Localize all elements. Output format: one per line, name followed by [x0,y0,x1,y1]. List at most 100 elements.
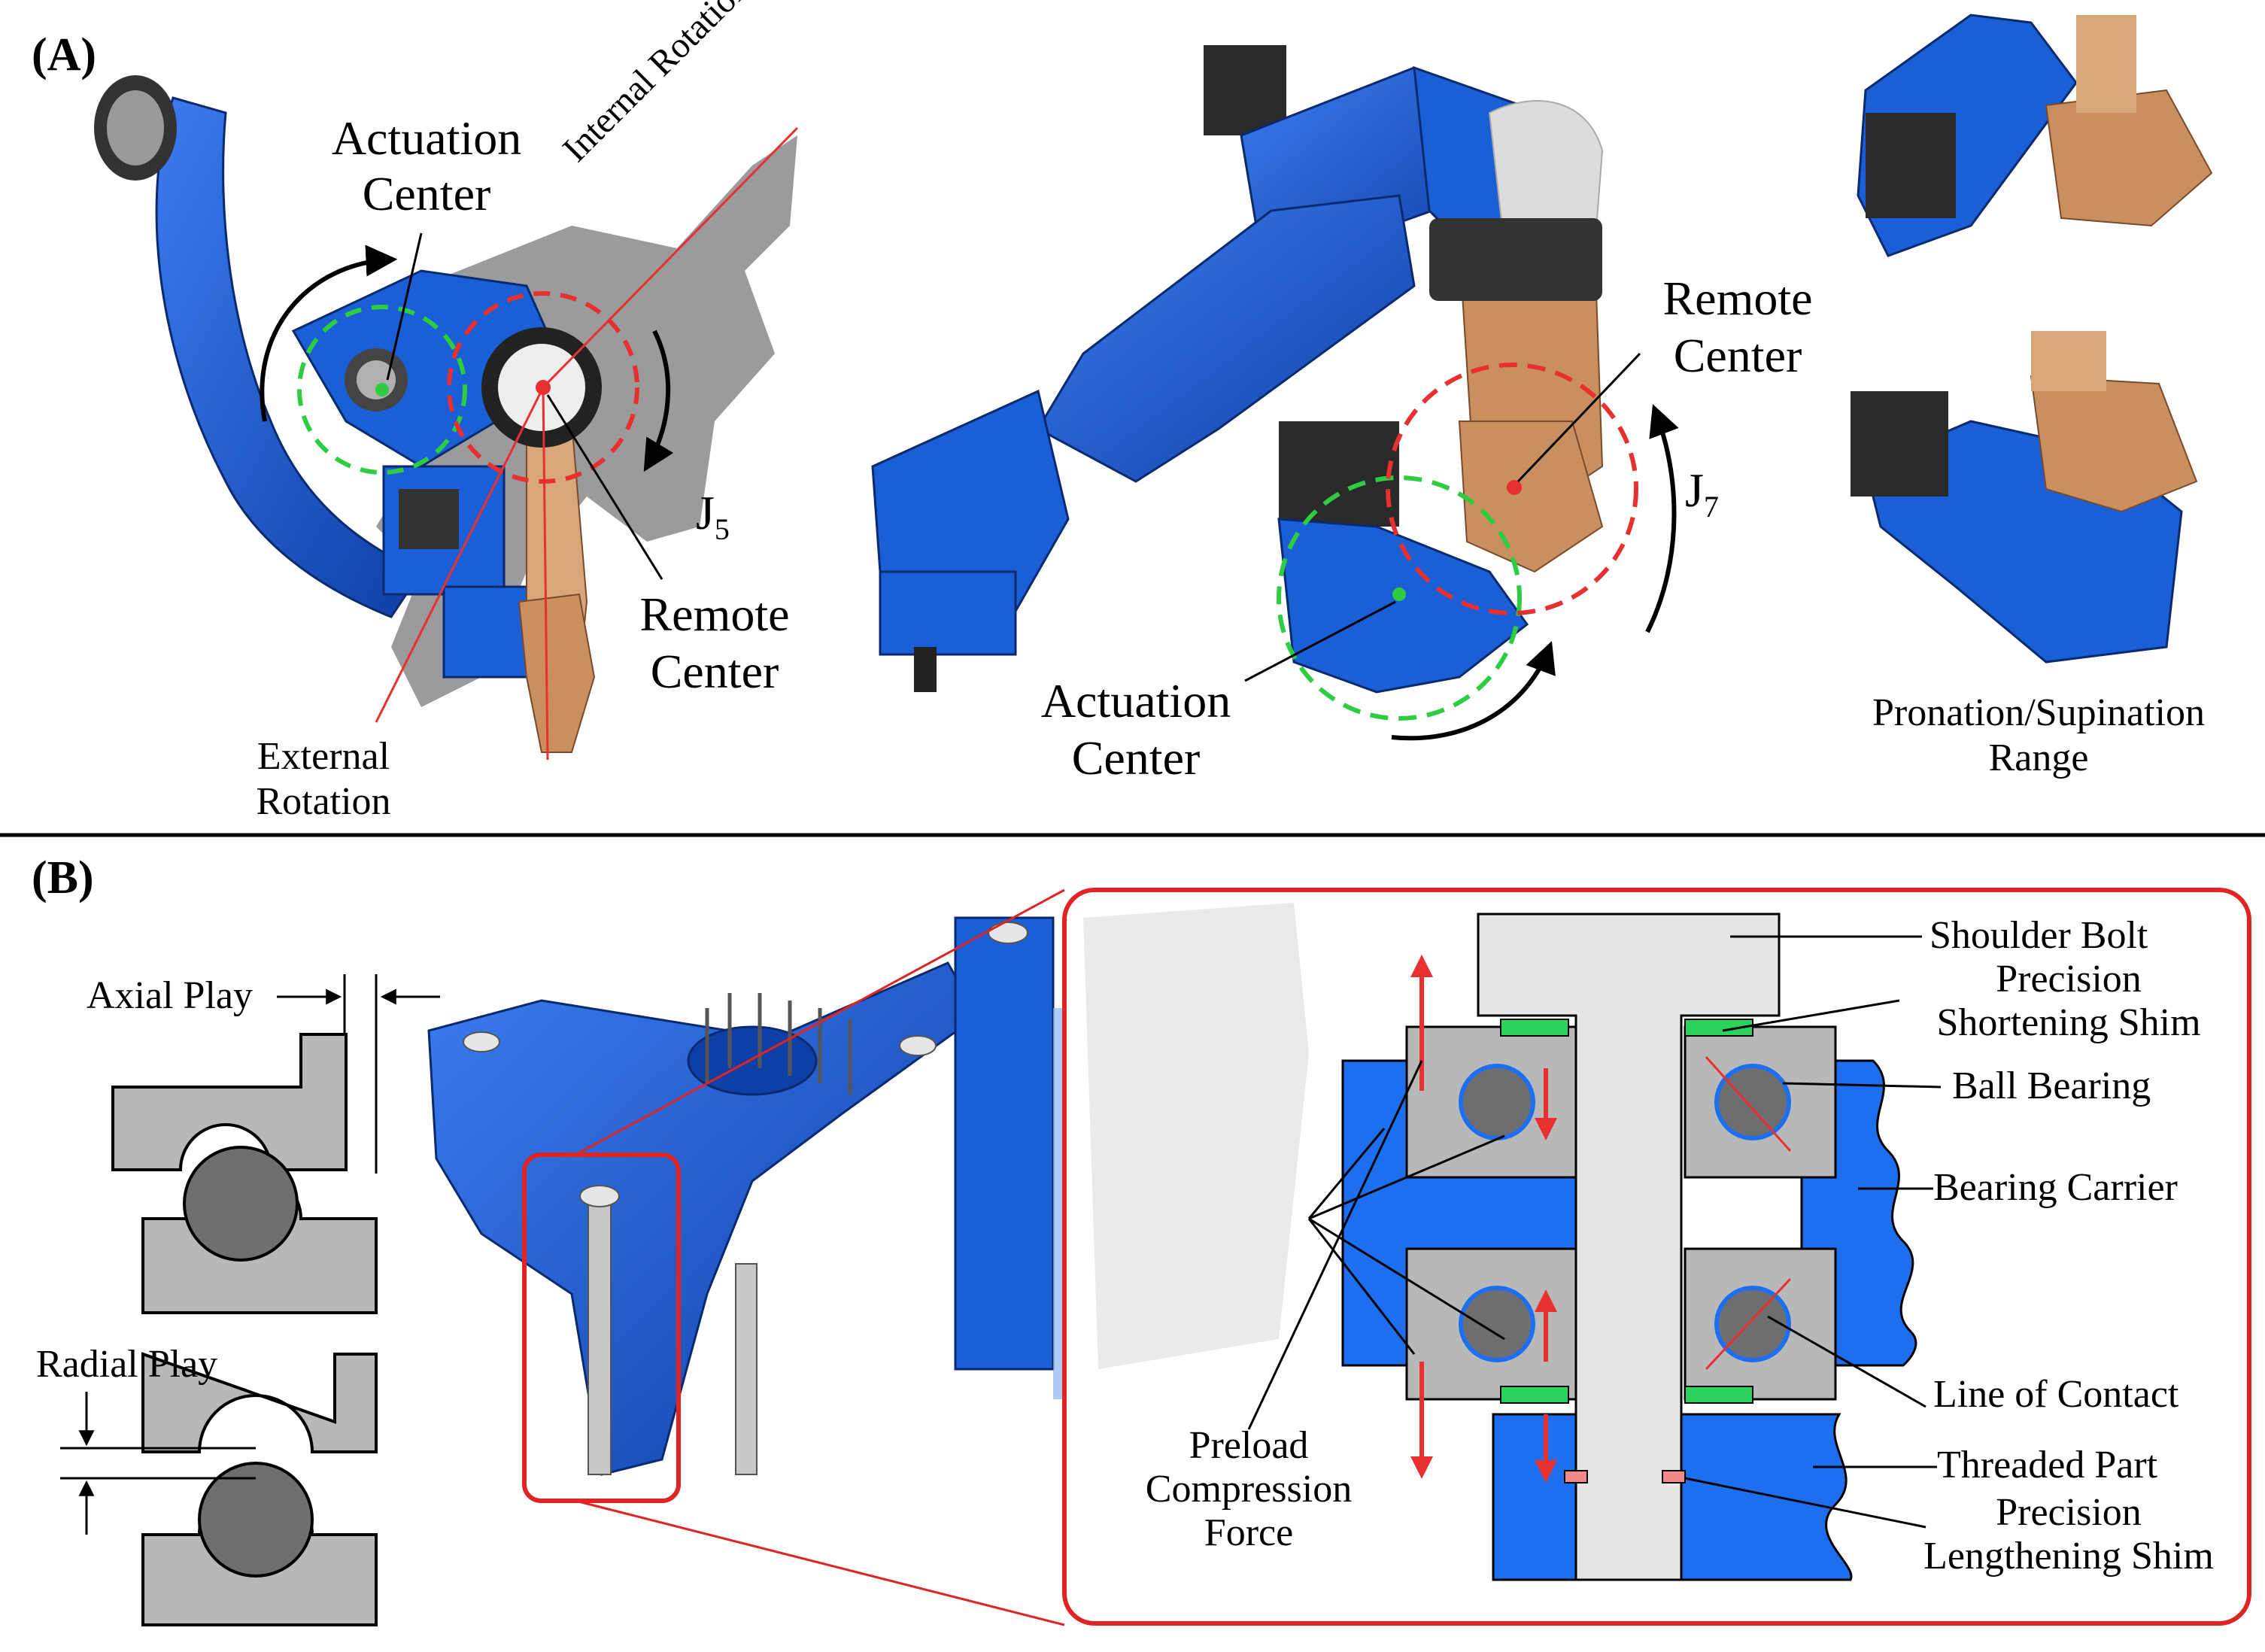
j7-main: J [1685,463,1704,517]
mid-actuation-arrow [1391,641,1556,741]
line-of-contact-label: Line of Contact [1933,1373,2179,1416]
preload-leaders [1247,1060,1505,1430]
pin-row [705,993,852,1095]
left-hand [518,593,596,753]
mid-remote-center-line2: Center [1673,329,1802,382]
mid-actuation-dot [1392,588,1406,601]
mid-base-block [879,570,1017,656]
mid-actuation-center-line1: Actuation [1040,674,1231,727]
axial-play-label: Axial Play [87,974,253,1017]
mid-actuation-circle [1277,475,1522,721]
mid-remote-center-label: Remote Center [1625,275,1851,380]
mid-actuation-center-line2: Center [1071,731,1201,785]
callout-leaders [1684,935,1942,1529]
mid-actuation-leader [1244,600,1396,682]
lengthening-shim-line2: Lengthening Shim [1923,1535,2214,1578]
panel-a-tag: (A) [32,29,97,80]
left-lower-block [442,585,536,679]
right-bottom-forearm [2031,331,2106,391]
lengthening-shims [1564,1470,1686,1483]
mid-remote-leader [1517,352,1641,483]
left-remote-leader [546,394,663,580]
mid-motor-block [1279,421,1399,527]
left-actuation-dot [375,383,389,396]
bearing-races [1405,1025,1837,1401]
zoom-line-bottom [575,1499,1065,1626]
threaded-part-label: Threaded Part [1937,1444,2158,1486]
mid-sleeve [1488,100,1604,249]
left-motor-face [399,489,459,549]
left-remote-center-line1: Remote [639,588,790,641]
j7-label: J7 [1685,466,1719,522]
contact-lines [1705,1055,1792,1371]
preload-force-label: Preload Compression Force [1128,1426,1369,1553]
left-remote-center-label: Remote Center [602,591,827,696]
external-rotation-line2: Rotation [256,780,391,823]
left-actuation-circle [297,305,467,475]
shoulder-bolt-label: Shoulder Bolt [1930,914,2148,957]
j5-sub: 5 [714,512,730,546]
right-block [954,916,1055,1371]
pronation-range-line1: Pronation/Supination [1872,691,2205,734]
internal-rotation-axis [542,126,799,389]
j5-main: J [696,486,715,539]
bearing-carrier-label: Bearing Carrier [1933,1166,2178,1209]
right-bottom-hand [2030,375,2198,513]
left-actuation-center-label: Actuation Center [302,114,551,218]
external-rotation-line1: External [257,735,390,778]
mid-actuation-center-label: Actuation Center [1008,677,1264,782]
mid-remote-center-line1: Remote [1662,272,1813,325]
wrist-bracket [427,961,979,1476]
preload-line1: Preload [1189,1424,1309,1467]
preload-line2: Compression [1145,1468,1353,1511]
pronation-range-label: Pronation/Supination Range [1835,694,2242,778]
lengthening-shim-label: Precision Lengthening Shim [1903,1493,2234,1576]
left-actuation-leader [386,232,423,381]
radial-play-schematic [60,1352,378,1626]
zoom-line-top [575,888,1065,1156]
panel-b [60,888,2251,1626]
left-base-motor-face [107,90,164,166]
shortening-shims [1500,1019,1753,1404]
mid-strap [1429,218,1602,301]
right-top-forearm [2076,15,2136,113]
shortening-shim-line2: Shortening Shim [1936,1001,2201,1044]
mid-remote-dot [1507,480,1522,495]
panel-a [94,14,2213,761]
left-actuation-center-line1: Actuation [331,111,522,165]
right-top-hand [2045,89,2213,227]
mid-forearm-link [1036,194,1416,483]
mid-remote-circle [1386,363,1638,615]
left-remote-center-line2: Center [650,645,779,698]
mid-hand [1458,421,1604,573]
mid-base-post [914,647,937,692]
lengthening-shim-line1: Precision [1996,1491,2142,1534]
mid-j7-arrow [1645,404,1679,633]
left-vertical-axis [542,387,549,761]
ball-bearing-label: Ball Bearing [1952,1064,2151,1107]
left-arm-link [155,96,424,618]
j5-label: J5 [696,489,730,545]
left-remote-circle [447,291,639,484]
bearing-balls [1459,1064,1791,1362]
axial-play-schematic [111,974,440,1314]
external-rotation-label: External Rotation [226,737,421,821]
shoulder-bolt [1477,913,1781,1581]
left-j5-arrow [643,329,674,472]
bracket-bore [687,1025,818,1096]
j7-sub: 7 [1703,489,1719,524]
shortening-shim-line1: Precision [1996,958,2142,1001]
zoom-ghost [1083,903,1309,1369]
preload-arrows [1410,955,1557,1483]
radial-play-label: Radial Play [36,1343,218,1386]
shortening-shim-label: Precision Shortening Shim [1903,960,2234,1043]
external-rotation-axis [375,387,545,723]
left-actuation-center-line2: Center [362,167,491,220]
pronation-range-line2: Range [1988,736,2089,779]
left-actuation-arrow [260,244,398,422]
preload-line3: Force [1204,1511,1294,1554]
mid-top-motor [1204,45,1286,135]
zoom-source-box [522,1152,681,1503]
panel-b-tag: (B) [32,852,94,903]
